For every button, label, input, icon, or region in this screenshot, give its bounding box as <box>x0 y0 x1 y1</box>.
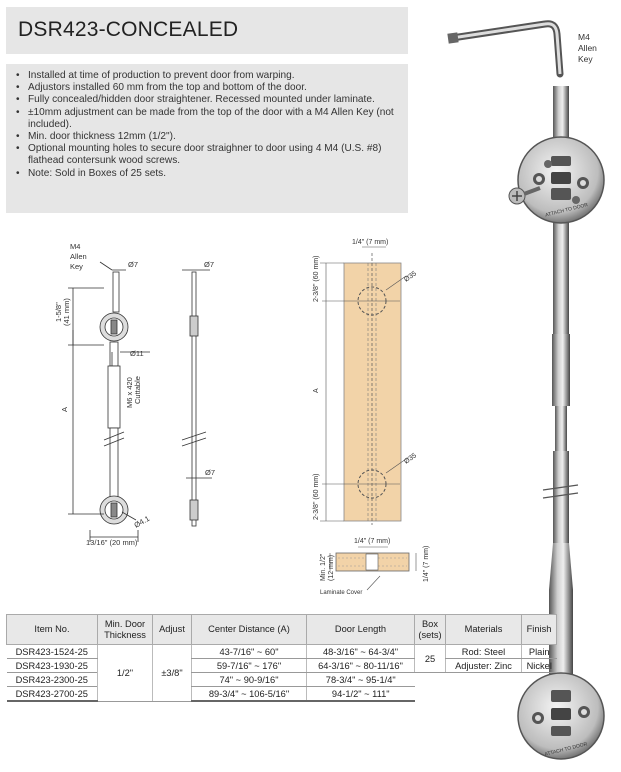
center-cell: 89-3/4" ~ 106-5/16" <box>191 686 307 702</box>
door-cell: 78-3/4" ~ 95-1/4" <box>306 672 415 687</box>
door-cell: 48-3/16" ~ 64-3/4" <box>306 644 415 659</box>
center-cell: 59-7/16" ~ 176" <box>191 658 307 673</box>
table-row: DSR423-2700-25 89-3/4" ~ 106-5/16" 94-1/… <box>6 686 557 702</box>
dim-label: 1-5/8" <box>54 302 63 322</box>
item-cell: DSR423-2300-25 <box>6 672 98 687</box>
item-cell: DSR423-1524-25 <box>6 644 98 659</box>
door-dim-label: Ø35 <box>403 452 418 465</box>
feature-list: Installed at time of production to preve… <box>6 64 408 213</box>
adjust-cell: ±3/8" <box>152 644 192 702</box>
door-cell: 94-1/2" ~ 111" <box>306 686 415 702</box>
box-cell: 25 <box>414 644 446 673</box>
table-row: DSR423-2300-25 74" ~ 90-9/16" 78-3/4" ~ … <box>6 672 557 687</box>
material-cell: Adjuster: Zinc <box>445 658 522 673</box>
dim-label: (41 mm) <box>62 298 71 326</box>
door-dim-label: 1/4" (7 mm) <box>352 239 388 246</box>
feature-item: Installed at time of production to preve… <box>16 70 400 82</box>
dim-label: Ø7 <box>204 260 214 269</box>
feature-item: ±10mm adjustment can be made from the to… <box>16 107 400 131</box>
col-header: Adjust <box>152 614 192 645</box>
thickness-cell: 1/2" <box>97 644 153 702</box>
door-drawing <box>320 246 417 591</box>
feature-item: Fully concealed/hidden door straightener… <box>16 94 400 106</box>
item-cell: DSR423-1930-25 <box>6 658 98 673</box>
feature-item: Adjustors installed 60 mm from the top a… <box>16 82 400 94</box>
side-key-label: M4 <box>70 242 80 251</box>
side-key-label: Allen <box>70 252 87 261</box>
door-dim-label: Ø35 <box>403 270 418 283</box>
allen-key-photo <box>447 20 564 78</box>
feature-item: Note: Sold in Boxes of 25 sets. <box>16 168 400 180</box>
door-cell: 64-3/16" ~ 80-11/16" <box>306 658 415 673</box>
profile-drawing <box>181 269 212 527</box>
section-dim-label: (12 mm) <box>328 555 335 581</box>
col-header: Box(sets) <box>414 614 446 645</box>
table-row: DSR423-1930-25 59-7/16" ~ 176" 64-3/16" … <box>6 658 557 673</box>
side-view-drawing <box>68 261 150 542</box>
dim-label: A <box>60 407 69 412</box>
key-label: M4 <box>578 32 590 42</box>
dim-label: Ø7 <box>205 468 215 477</box>
feature-item: Optional mounting holes to secure door s… <box>16 143 400 167</box>
title-bar: DSR423-CONCEALED <box>6 7 408 54</box>
table-row: DSR423-1524-25 1/2" ±3/8" 43-7/16" ~ 60"… <box>6 644 557 702</box>
finish-cell: Plain <box>521 644 557 659</box>
dim-label: Ø11 <box>130 349 144 358</box>
material-cell: Rod: Steel <box>445 644 522 659</box>
side-key-label: Key <box>70 262 83 271</box>
center-cell: 74" ~ 90-9/16" <box>191 672 307 687</box>
col-header: Item No. <box>6 614 98 645</box>
dim-label: Ø7 <box>128 260 138 269</box>
section-dim-label: Min. 1/2" <box>320 553 327 581</box>
rod-label: M6 x 420 <box>125 377 134 408</box>
col-header: Door Length <box>306 614 415 645</box>
key-label: Key <box>578 54 593 64</box>
laminate-label: Laminate Cover <box>320 590 362 596</box>
door-dim-label: 2-3/8" (60 mm) <box>313 256 320 302</box>
item-cell: DSR423-2700-25 <box>6 686 98 702</box>
col-header: Materials <box>445 614 522 645</box>
center-cell: 43-7/16" ~ 60" <box>191 644 307 659</box>
section-dim-label: 1/4" (7 mm) <box>354 538 390 545</box>
dim-label: 13/16" (20 mm) <box>86 538 138 547</box>
col-header: Finish <box>521 614 557 645</box>
rod-label: Cuttable <box>133 376 142 404</box>
col-header: Center Distance (A) <box>191 614 307 645</box>
key-label: Allen <box>578 43 597 53</box>
page-title: DSR423-CONCEALED <box>18 18 239 41</box>
feature-item: Min. door thickness 12mm (1/2"). <box>16 131 400 143</box>
door-dim-label: 2-3/8" (60 mm) <box>313 474 320 520</box>
section-dim-label: 1/4" (7 mm) <box>423 546 430 582</box>
dim-label: Ø4.1 <box>133 514 152 530</box>
door-dim-label: A <box>313 388 320 393</box>
finish-cell: Nickel <box>521 658 557 673</box>
